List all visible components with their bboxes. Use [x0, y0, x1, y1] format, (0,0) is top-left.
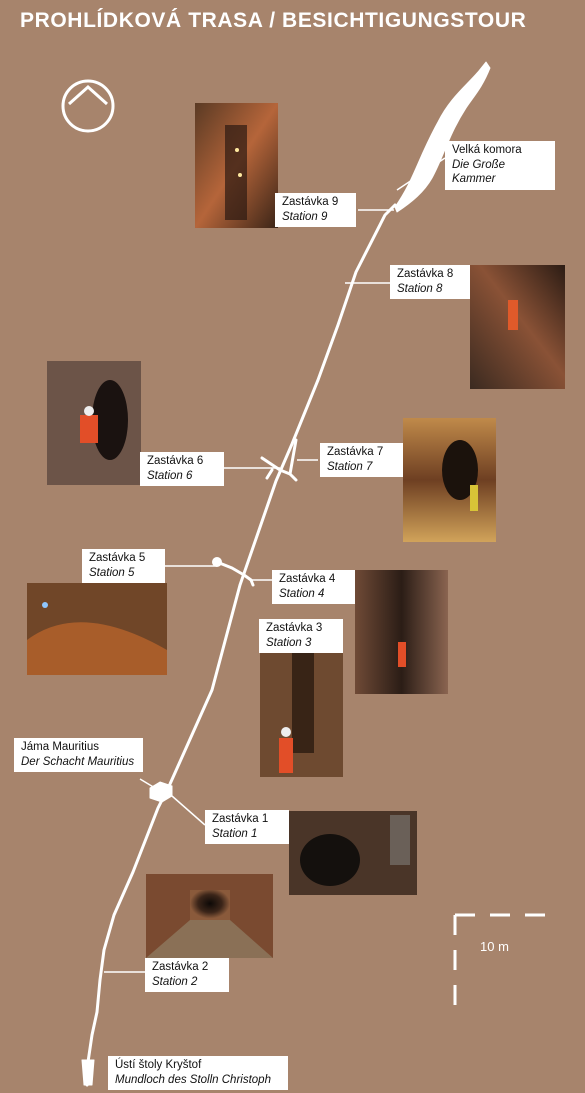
label-station-2: Zastávka 2 Station 2 [145, 958, 229, 992]
leader-lines [104, 157, 446, 973]
scale-bar [453, 913, 557, 1020]
photo-station-1 [289, 811, 417, 895]
label-entrance: Ústí štoly Kryštof Mundloch des Stolln C… [108, 1056, 288, 1090]
photo-station-7 [403, 418, 496, 542]
label-station-4: Zastávka 4 Station 4 [272, 570, 355, 604]
photo-station-5 [27, 583, 167, 675]
photo-station-8 [470, 265, 565, 389]
page-title: PROHLÍDKOVÁ TRASA / BESICHTIGUNGSTOUR [20, 9, 527, 32]
label-station-1: Zastávka 1 Station 1 [205, 810, 289, 844]
label-station-8: Zastávka 8 Station 8 [390, 265, 470, 299]
photo-station-9 [195, 103, 278, 228]
label-velka-komora: Velká komora Die Große Kammer [445, 141, 555, 190]
photo-station-3 [260, 653, 343, 777]
scale-label: 10 m [480, 939, 509, 954]
label-station-6: Zastávka 6 Station 6 [140, 452, 224, 486]
north-arrow-icon [61, 79, 115, 133]
photo-station-4 [355, 570, 448, 694]
label-jama-mauritius: Jáma Mauritius Der Schacht Mauritius [14, 738, 143, 772]
photo-station-6 [47, 361, 141, 485]
label-station-5: Zastávka 5 Station 5 [82, 549, 165, 583]
label-station-9: Zastávka 9 Station 9 [275, 193, 356, 227]
route-path [81, 61, 491, 1087]
label-station-7: Zastávka 7 Station 7 [320, 443, 403, 477]
label-station-3: Zastávka 3 Station 3 [259, 619, 343, 653]
photo-station-2 [146, 874, 273, 958]
